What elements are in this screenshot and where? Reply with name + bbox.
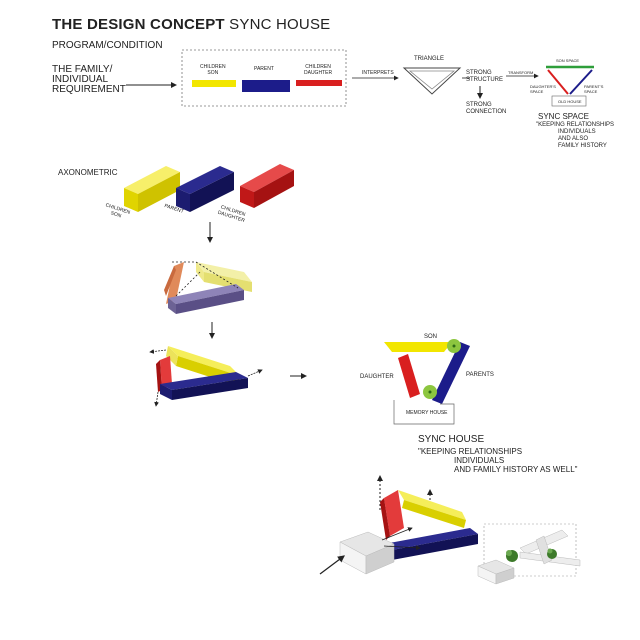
rotated-navy-bar bbox=[160, 372, 248, 400]
sync-house-caption: "KEEPING RELATIONSHIPS INDIVIDUALS AND F… bbox=[418, 447, 578, 474]
final-red-bar bbox=[380, 490, 404, 540]
sync-house-title: SYNC HOUSE bbox=[418, 434, 485, 445]
plan-son-label: SON bbox=[424, 334, 438, 340]
requirement-line-3: REQUIREMENT bbox=[52, 84, 126, 95]
final-connect-2 bbox=[383, 545, 421, 551]
plan-parents-label: PARENTS bbox=[466, 372, 494, 378]
parent-bar bbox=[242, 80, 290, 92]
final-navy-bar bbox=[384, 528, 478, 560]
plan-daughter-bar bbox=[398, 354, 420, 398]
triangle-shape bbox=[402, 67, 462, 95]
plan-node-top-dot bbox=[452, 344, 456, 348]
tree-2 bbox=[547, 548, 557, 559]
context-block bbox=[477, 559, 515, 585]
triangle-inner bbox=[408, 70, 456, 90]
sync-space-parent bbox=[569, 69, 593, 95]
context-dashed-box bbox=[483, 523, 577, 577]
final-yellow-bar bbox=[398, 490, 466, 528]
final-entry-arrow bbox=[319, 555, 345, 575]
plan-parents-bar bbox=[432, 342, 470, 404]
rotated-arrow-left bbox=[149, 349, 167, 354]
rotated-arrow-down bbox=[154, 391, 159, 407]
axo-daughter-box bbox=[240, 164, 294, 208]
plan-daughter-label: DAUGHTER bbox=[360, 374, 394, 380]
triangle-label: TRIANGLE bbox=[414, 56, 445, 62]
son-bar bbox=[192, 80, 236, 87]
memory-house-outline bbox=[393, 400, 455, 425]
tree-1 bbox=[506, 550, 518, 562]
final-white-block bbox=[339, 531, 395, 575]
final-connect-1 bbox=[381, 527, 413, 541]
title-regular: SYNC HOUSE bbox=[229, 16, 331, 33]
axo-son-box bbox=[124, 166, 180, 212]
page-title: THE DESIGN CONCEPT SYNC HOUSE bbox=[52, 16, 330, 33]
interprets-label: INTERPRETS bbox=[362, 70, 394, 76]
daughter-bar bbox=[296, 80, 342, 86]
old-house-box bbox=[551, 95, 587, 107]
parent-label: PARENT bbox=[254, 66, 274, 72]
assembly-dashed-guide bbox=[172, 261, 239, 289]
requirement-line-1: THE FAMILY/ bbox=[52, 64, 113, 75]
assembly-orange-box bbox=[164, 262, 184, 304]
axonometric-label: AXONOMETRIC bbox=[58, 168, 118, 177]
plan-son-bar bbox=[384, 342, 452, 352]
rotated-arrow-right bbox=[247, 369, 263, 377]
old-house-label: OLD HOUSE bbox=[558, 99, 582, 104]
plan-node-bottom-dot bbox=[428, 390, 432, 394]
members-dashed-box bbox=[181, 49, 347, 107]
sync-space-daughter bbox=[547, 69, 569, 95]
title-bold: THE DESIGN CONCEPT bbox=[52, 16, 225, 33]
assembly-purple-box bbox=[168, 284, 244, 314]
son-space-label: SON SPACE bbox=[556, 58, 580, 63]
memory-house-label: MEMORY HOUSE bbox=[406, 410, 448, 416]
sync-space-title: SYNC SPACE bbox=[538, 112, 589, 121]
section-label: PROGRAM/CONDITION bbox=[52, 40, 163, 51]
assembly-dashed-guide-2 bbox=[175, 271, 201, 297]
axo-parent-box bbox=[176, 166, 234, 212]
transform-label: TRANSFORM bbox=[508, 70, 534, 75]
requirement-line-2: INDIVIDUAL bbox=[52, 74, 109, 85]
sync-space-caption: "KEEPING RELATIONSHIPS INDIVIDUALS AND A… bbox=[536, 122, 615, 149]
